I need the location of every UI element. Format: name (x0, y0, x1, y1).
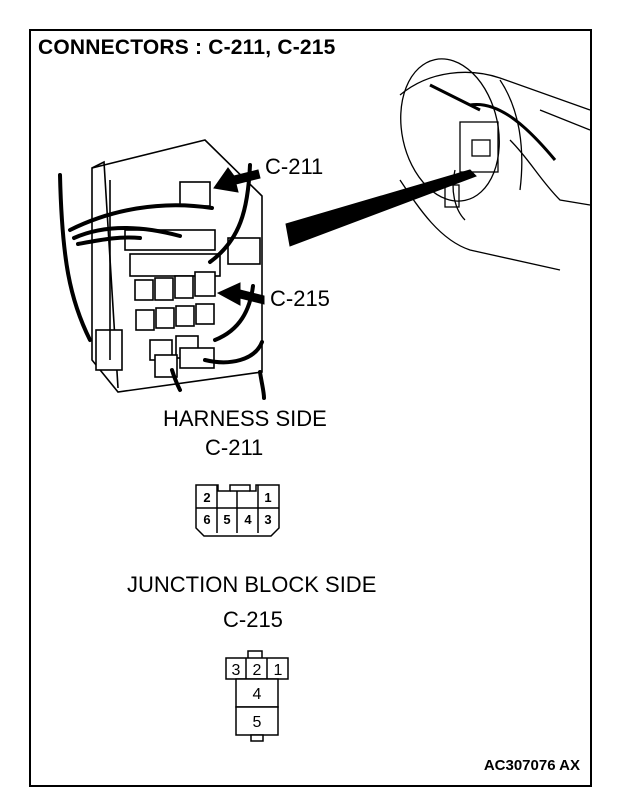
c215-pin-3: 3 (232, 662, 241, 679)
c211-pin-6: 6 (203, 512, 210, 527)
c211-pin-2: 2 (203, 490, 210, 505)
figure-code: AC307076 AX (483, 757, 580, 774)
location-pointer (285, 169, 477, 247)
c211-callout-label: C-211 (265, 154, 324, 179)
callout-arrows (213, 167, 477, 306)
harness-side-heading: HARNESS SIDE (163, 406, 327, 431)
c215-pin-1: 1 (274, 662, 283, 679)
c211-pin-1: 1 (264, 490, 271, 505)
junction-side-heading: JUNCTION BLOCK SIDE (127, 572, 377, 597)
figure-frame (29, 29, 592, 787)
c211-pin-3: 3 (264, 512, 271, 527)
junction-side-connector-id: C-215 (223, 607, 283, 632)
figure-title: CONNECTORS : C-211, C-215 (38, 36, 336, 59)
harness-side-connector-id: C-211 (205, 435, 264, 460)
c215-connector-face: 3 2 1 4 5 (225, 650, 289, 742)
c211-connector-face: 2 1 6 5 4 3 (195, 484, 280, 537)
dashboard-location-sketch (399, 58, 591, 271)
c215-pin-4: 4 (253, 686, 262, 703)
c215-arrow (216, 282, 265, 306)
c211-pin-4: 4 (244, 512, 252, 527)
c215-callout-label: C-215 (270, 286, 330, 311)
c211-arrow (213, 167, 261, 193)
c211-pin-5: 5 (223, 512, 230, 527)
c215-pin-5: 5 (253, 714, 262, 731)
c215-pin-2: 2 (253, 662, 262, 679)
